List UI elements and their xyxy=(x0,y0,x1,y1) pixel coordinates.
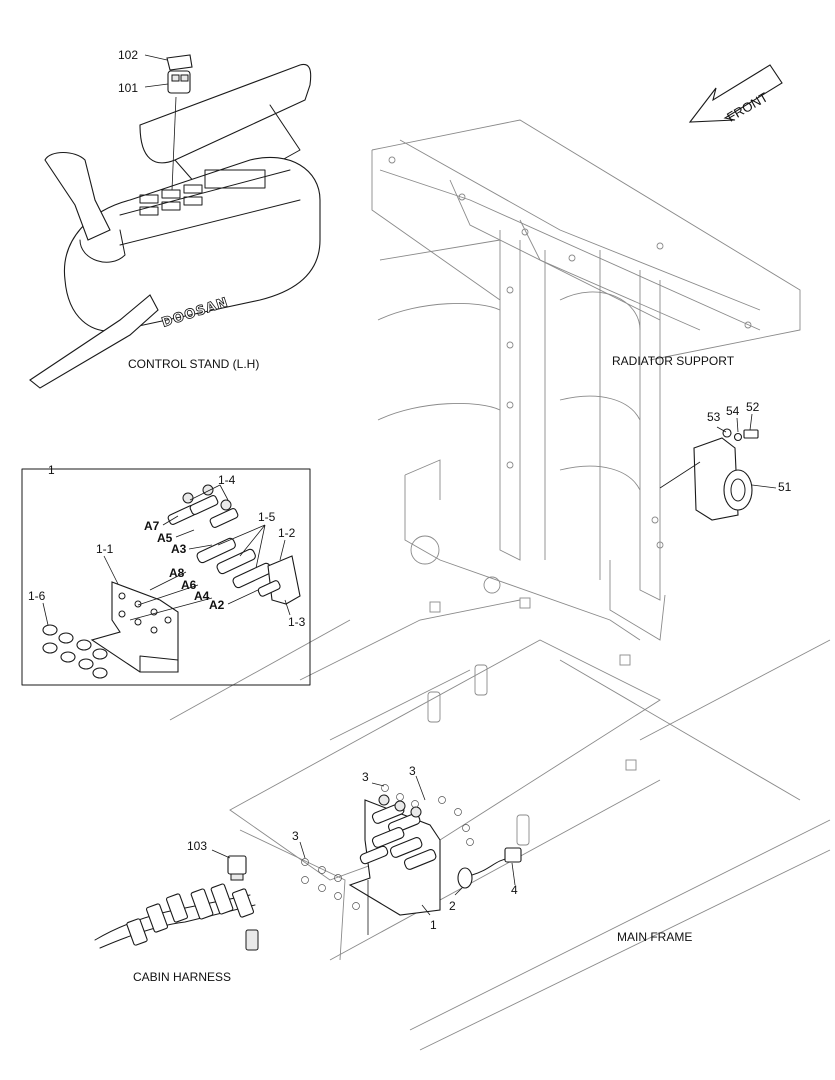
radiator-support-label: RADIATOR SUPPORT xyxy=(612,354,735,368)
callout-1-main: 1 xyxy=(430,918,437,932)
connector-4-icon xyxy=(504,847,522,863)
detail-box-part-1 xyxy=(21,468,311,686)
port-label-a6: A6 xyxy=(181,578,197,592)
callout-4: 4 xyxy=(511,883,518,897)
o-rings-3 xyxy=(301,784,474,910)
connector-103-icon xyxy=(227,855,247,875)
callout-53: 53 xyxy=(707,410,721,424)
port-label-a4: A4 xyxy=(194,589,210,603)
port-label-a8: A8 xyxy=(169,566,185,580)
switch-panel xyxy=(139,169,266,216)
valve-assembly xyxy=(299,775,522,935)
port-label-a7: A7 xyxy=(144,519,160,533)
callout-1-1: 1-1 xyxy=(96,542,114,556)
cabin-harness xyxy=(94,849,259,951)
frame-bolts xyxy=(388,156,752,549)
front-arrow: FRONT xyxy=(688,64,783,125)
cabin-harness-label: CABIN HARNESS xyxy=(133,970,231,984)
horn-51-icon xyxy=(723,469,753,511)
port-label-a2: A2 xyxy=(209,598,225,612)
bolt-52-icon xyxy=(743,429,759,439)
valve-fittings xyxy=(359,794,437,870)
control-stand: DOOSAN xyxy=(29,54,321,389)
switch-101-icon xyxy=(167,70,191,94)
callout-103: 103 xyxy=(187,839,207,853)
pressure-switch-2-icon xyxy=(457,867,473,889)
fittings-1-4 xyxy=(167,484,239,529)
callout-101: 101 xyxy=(118,81,138,95)
port-label-a5: A5 xyxy=(157,531,173,545)
plugs-1-6 xyxy=(42,624,108,679)
callout-54: 54 xyxy=(726,404,740,418)
fittings-1-5 xyxy=(196,537,272,589)
callout-102: 102 xyxy=(118,48,138,62)
frame-structure xyxy=(169,119,831,1051)
callout-1-3: 1-3 xyxy=(288,615,306,629)
callout-1-5: 1-5 xyxy=(258,510,276,524)
callout-1-4: 1-4 xyxy=(218,473,236,487)
callout-51: 51 xyxy=(778,480,792,494)
callout-3-a: 3 xyxy=(362,770,369,784)
control-stand-label: CONTROL STAND (L.H) xyxy=(128,357,259,371)
callout-3-c: 3 xyxy=(292,829,299,843)
harness-connectors xyxy=(126,883,259,951)
callout-52: 52 xyxy=(746,400,760,414)
callout-1-2: 1-2 xyxy=(278,526,296,540)
washer-54-icon xyxy=(733,432,743,442)
callout-2: 2 xyxy=(449,899,456,913)
horn-assembly xyxy=(659,413,777,521)
port-label-a3: A3 xyxy=(171,542,187,556)
callout-1-6: 1-6 xyxy=(28,589,46,603)
bracket-holes xyxy=(118,592,172,634)
washer-53-icon xyxy=(722,428,732,438)
frame-posts xyxy=(427,597,637,846)
switch-cap-102-icon xyxy=(166,54,193,71)
callout-3-b: 3 xyxy=(409,764,416,778)
callout-1-detail: 1 xyxy=(48,463,55,477)
main-frame-label: MAIN FRAME xyxy=(617,930,692,944)
block-1-2-icon xyxy=(267,555,301,605)
